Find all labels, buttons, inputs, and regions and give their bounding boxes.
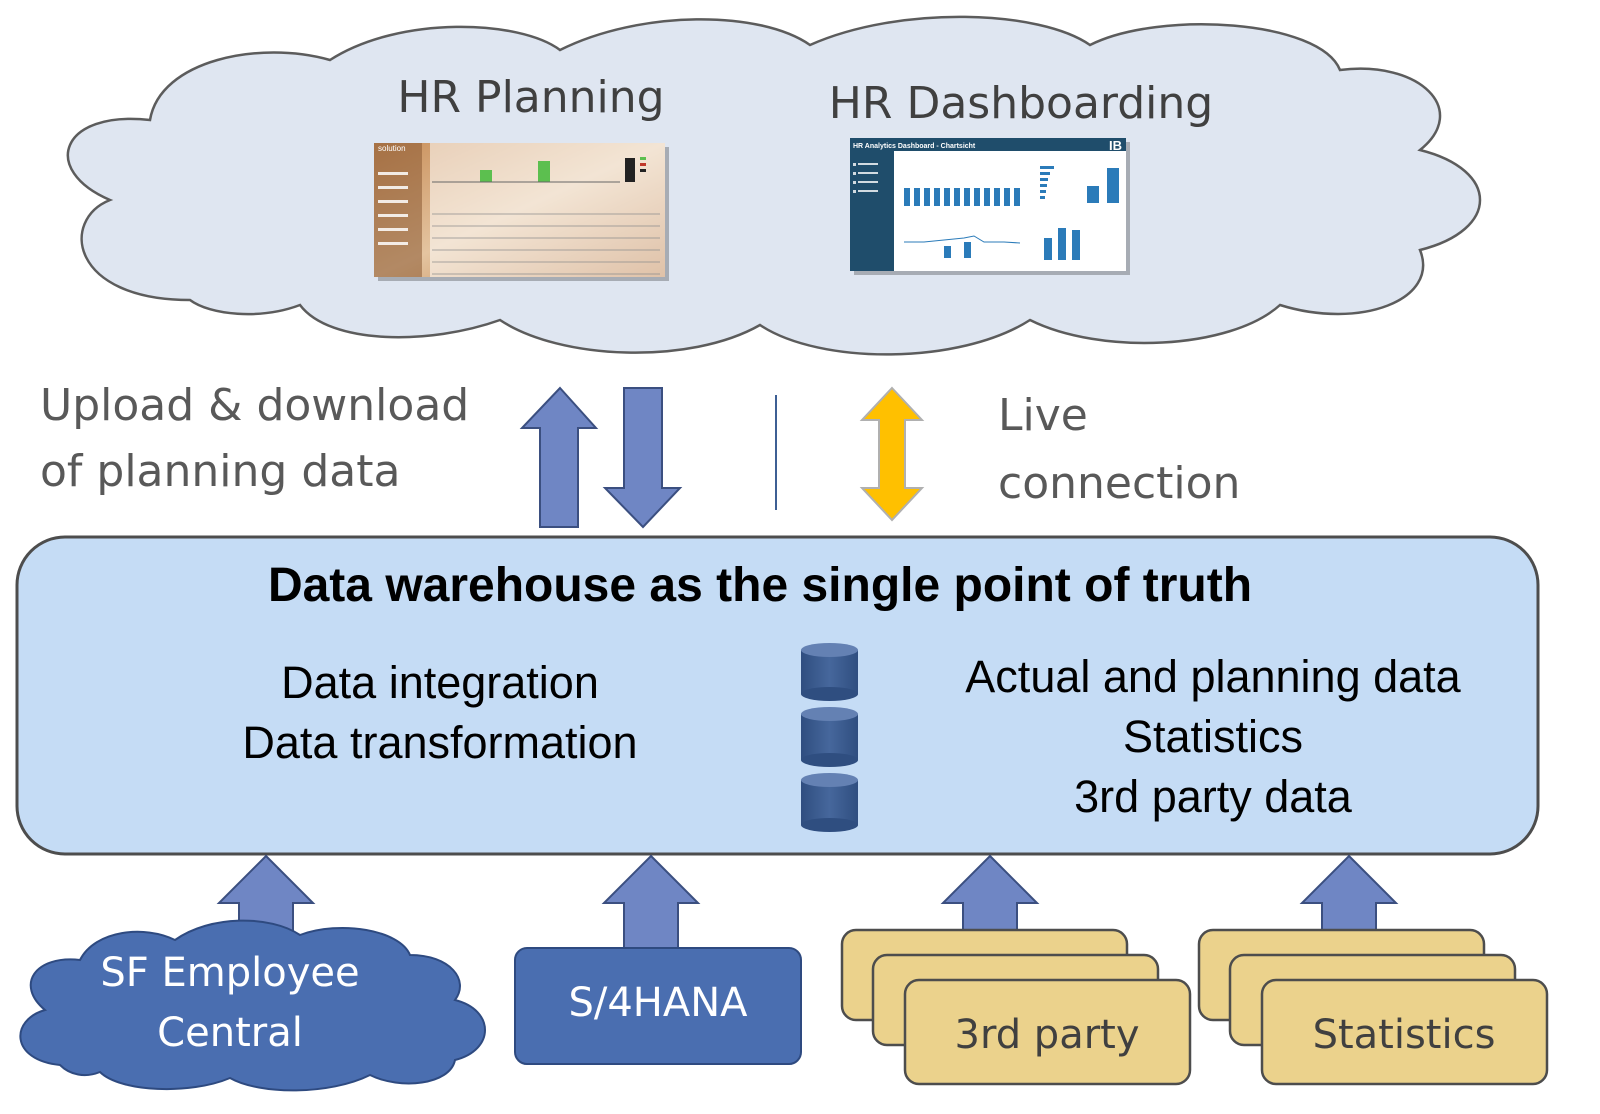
data-integration-text: Data integration: [281, 657, 599, 708]
s4hana-box: [514, 947, 802, 1065]
planning-mini-chart: [432, 157, 646, 183]
hr-dashboarding-title: HR Dashboarding: [829, 78, 1213, 129]
source-arrow-third-party: [940, 854, 1040, 939]
dashboard-bar-chart-2: [1087, 168, 1119, 203]
live-connection-label-line1: Live: [998, 390, 1088, 441]
statistics-label: Statistics: [1313, 1012, 1496, 1058]
third-party-data-text: 3rd party data: [1074, 771, 1353, 822]
dashboard-header-title: HR Analytics Dashboard - Chartsicht: [853, 143, 976, 150]
planning-table: [432, 213, 660, 275]
live-connection-label-line2: connection: [998, 458, 1240, 509]
database-cylinder-bottom: [801, 773, 858, 832]
sf-employee-central-cloud: [19, 919, 486, 1092]
data-transformation-text: Data transformation: [242, 717, 637, 768]
planning-sidebar-menu: [378, 172, 408, 245]
dashboard-bar-chart-3: [1044, 228, 1080, 260]
dashboard-hbar-chart: [1040, 166, 1054, 199]
statistics-stack: [1197, 928, 1549, 1086]
statistics-text: Statistics: [1123, 711, 1303, 762]
data-warehouse-title: Data warehouse as the single point of tr…: [268, 559, 1252, 612]
download-arrow: [602, 387, 683, 529]
sf-employee-central-line2: Central: [157, 1010, 303, 1056]
third-party-label: 3rd party: [955, 1012, 1140, 1058]
data-warehouse-box: [15, 535, 1540, 856]
database-icon: [801, 643, 858, 832]
third-party-stack: [840, 928, 1192, 1086]
hr-planning-screenshot: solution: [374, 143, 669, 281]
dashboard-header-logo: IB: [1109, 138, 1122, 153]
database-cylinder-middle: [801, 707, 858, 767]
live-connection-arrow: [859, 386, 925, 522]
upload-arrow: [519, 386, 599, 528]
hr-cloud: [66, 15, 1481, 356]
sf-employee-central-line1: SF Employee: [100, 950, 359, 996]
dashboard-line-chart: [904, 235, 1021, 258]
database-cylinder-top: [801, 643, 858, 701]
s4hana-label: S/4HANA: [568, 980, 748, 1026]
upload-download-label-line1: Upload & download: [40, 380, 469, 431]
actual-planning-data-text: Actual and planning data: [965, 651, 1461, 702]
dashboard-filter-list: [853, 163, 878, 193]
hr-planning-title: HR Planning: [397, 72, 664, 123]
upload-download-label-line2: of planning data: [40, 446, 400, 497]
source-arrow-s4hana: [601, 854, 701, 951]
planning-logo-text: solution: [378, 144, 406, 153]
hr-dashboard-screenshot: HR Analytics Dashboard - Chartsicht IB: [850, 138, 1130, 275]
source-arrow-statistics: [1299, 854, 1399, 939]
dashboard-bar-chart-1: [904, 188, 1020, 206]
